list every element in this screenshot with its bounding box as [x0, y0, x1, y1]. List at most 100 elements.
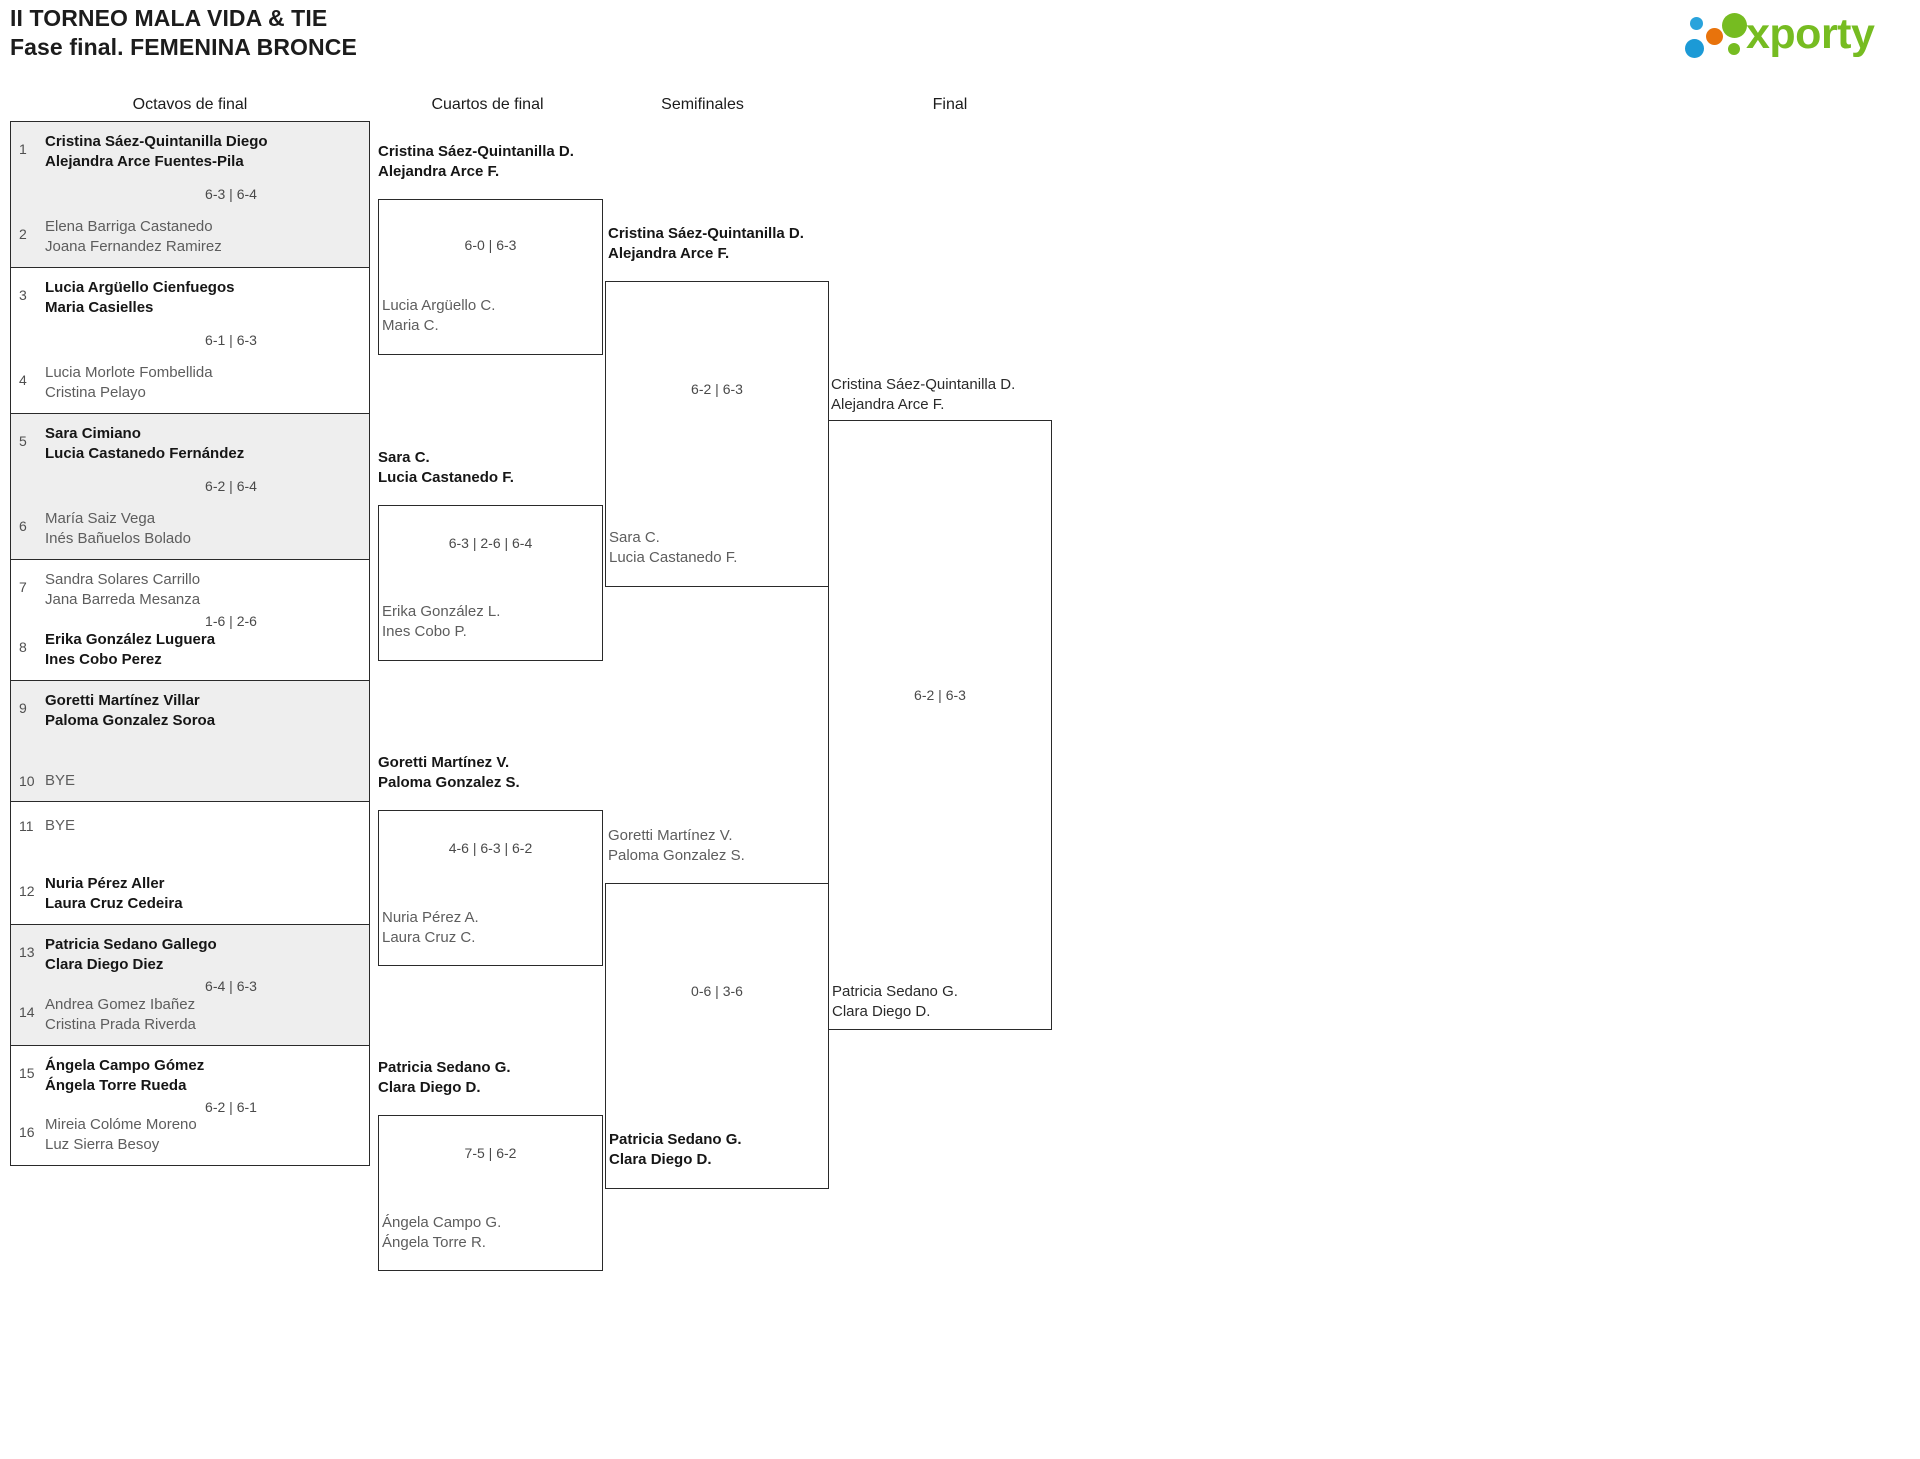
round2-match-2-box[interactable]: [378, 505, 603, 661]
round3-match-2-bottom[interactable]: Patricia Sedano G. Clara Diego D.: [609, 1131, 742, 1168]
player-names: Patricia Sedano Gallego Clara Diego Diez: [45, 936, 217, 973]
round2-match-1-bottom[interactable]: Lucia Argüello C. Maria C.: [382, 297, 496, 334]
round1-match-4-top[interactable]: 7 Sandra Solares Carrillo Jana Barreda M…: [19, 570, 361, 610]
player-names: Cristina Sáez-Quintanilla Diego Alejandr…: [45, 133, 268, 170]
round1-match-3[interactable]: 5 Sara Cimiano Lucia Castanedo Fernández…: [10, 413, 370, 559]
logo-wordmark: xporty: [1746, 10, 1875, 58]
round3-match-2-box[interactable]: [605, 883, 829, 1189]
round1-match-7-score: 6-4 | 6-3: [205, 978, 257, 994]
player-names: Andrea Gomez Ibañez Cristina Prada River…: [45, 996, 196, 1034]
round2-match-3-bottom[interactable]: Nuria Pérez A. Laura Cruz C.: [382, 909, 479, 946]
round2-match-4-bottom[interactable]: Ángela Campo G. Ángela Torre R.: [382, 1214, 502, 1251]
seed-number: 11: [19, 817, 34, 834]
round1-match-8-top[interactable]: 15 Ángela Campo Gómez Ángela Torre Rueda: [19, 1056, 361, 1096]
round1-match-4-score: 1-6 | 2-6: [205, 613, 257, 629]
logo-dot-green-large-icon: [1722, 13, 1747, 38]
round2-match-1-top[interactable]: Cristina Sáez-Quintanilla D. Alejandra A…: [378, 143, 574, 180]
seed-number: 9: [19, 700, 27, 716]
round1-match-1-bottom[interactable]: 2 Elena Barriga Castanedo Joana Fernande…: [19, 217, 361, 257]
player-names: Nuria Pérez Aller Laura Cruz Cedeira: [45, 875, 183, 913]
logo-dot-green-small-icon: [1728, 43, 1740, 55]
round1-match-1[interactable]: 1 Cristina Sáez-Quintanilla Diego Alejan…: [10, 121, 370, 267]
round2-match-3-top[interactable]: Goretti Martínez V. Paloma Gonzalez S.: [378, 754, 520, 791]
seed-number: 12: [19, 883, 35, 900]
seed-number: 10: [19, 773, 35, 790]
round4-match-1-box[interactable]: [828, 420, 1052, 1030]
player-names: Elena Barriga Castanedo Joana Fernandez …: [45, 218, 222, 256]
seed-number: 5: [19, 433, 27, 449]
player-names: Ángela Campo Gómez Ángela Torre Rueda: [45, 1057, 205, 1094]
round1-match-6-top[interactable]: 11 BYE: [19, 816, 361, 836]
player-names: Lucia Morlote Fombellida Cristina Pelayo: [45, 364, 213, 402]
seed-number: 3: [19, 287, 27, 303]
round1-match-2[interactable]: 3 Lucia Argüello Cienfuegos Maria Casiel…: [10, 267, 370, 413]
seed-number: 1: [19, 141, 27, 157]
round2-match-1-box[interactable]: [378, 199, 603, 355]
round2-match-4-box[interactable]: [378, 1115, 603, 1271]
seed-number: 15: [19, 1065, 35, 1081]
round1-match-7[interactable]: 13 Patricia Sedano Gallego Clara Diego D…: [10, 924, 370, 1045]
tournament-title: II TORNEO MALA VIDA & TIE Fase final. FE…: [10, 4, 357, 63]
round1-match-3-bottom[interactable]: 6 María Saiz Vega Inés Bañuelos Bolado: [19, 509, 361, 549]
round3-match-1-bottom[interactable]: Sara C. Lucia Castanedo F.: [609, 529, 738, 566]
round4-match-1-top[interactable]: Cristina Sáez-Quintanilla D. Alejandra A…: [831, 376, 1016, 413]
round2-match-2-score: 6-3 | 2-6 | 6-4: [448, 535, 533, 551]
round1-match-8-score: 6-2 | 6-1: [205, 1099, 257, 1115]
round-header-final: Final: [932, 96, 968, 113]
round3-match-2-score: 0-6 | 3-6: [691, 983, 743, 999]
seed-number: 7: [19, 579, 27, 595]
round1-match-8[interactable]: 15 Ángela Campo Gómez Ángela Torre Rueda…: [10, 1045, 370, 1166]
round1-column: 1 Cristina Sáez-Quintanilla Diego Alejan…: [10, 121, 370, 1166]
round1-match-1-top[interactable]: 1 Cristina Sáez-Quintanilla Diego Alejan…: [19, 132, 361, 172]
logo-dot-orange-icon: [1706, 28, 1723, 45]
round3-match-2-top[interactable]: Goretti Martínez V. Paloma Gonzalez S.: [608, 827, 745, 864]
logo-dots-icon: [1684, 8, 1747, 60]
round1-match-2-top[interactable]: 3 Lucia Argüello Cienfuegos Maria Casiel…: [19, 278, 361, 318]
xporty-logo: xporty: [1684, 8, 1904, 60]
player-names: Lucia Argüello Cienfuegos Maria Casielle…: [45, 279, 235, 316]
round1-match-5-top[interactable]: 9 Goretti Martínez Villar Paloma Gonzale…: [19, 691, 361, 731]
round1-match-7-bottom[interactable]: 14 Andrea Gomez Ibañez Cristina Prada Ri…: [19, 995, 361, 1035]
bye-label: BYE: [45, 772, 76, 790]
round-header-cuartos: Cuartos de final: [431, 96, 544, 113]
bye-label: BYE: [45, 817, 76, 834]
seed-number: 16: [19, 1124, 35, 1141]
round3-match-1-top[interactable]: Cristina Sáez-Quintanilla D. Alejandra A…: [608, 225, 804, 262]
seed-number: 2: [19, 226, 27, 243]
round4-match-1-bottom[interactable]: Patricia Sedano G. Clara Diego D.: [832, 983, 958, 1020]
player-names: María Saiz Vega Inés Bañuelos Bolado: [45, 510, 191, 548]
round2-match-3-score: 4-6 | 6-3 | 6-2: [448, 840, 533, 856]
round1-match-3-top[interactable]: 5 Sara Cimiano Lucia Castanedo Fernández: [19, 424, 361, 464]
round1-match-3-score: 6-2 | 6-4: [205, 478, 257, 494]
round-header-octavos: Octavos de final: [132, 96, 248, 113]
round2-match-2-bottom[interactable]: Erika González L. Ines Cobo P.: [382, 603, 501, 640]
round4-match-1-score: 6-2 | 6-3: [914, 687, 966, 703]
player-names: Sara Cimiano Lucia Castanedo Fernández: [45, 425, 245, 462]
player-names: Erika González Luguera Ines Cobo Perez: [45, 631, 216, 669]
round2-match-4-score: 7-5 | 6-2: [464, 1145, 517, 1161]
logo-dot-blue-large-icon: [1685, 39, 1704, 58]
round1-match-5[interactable]: 9 Goretti Martínez Villar Paloma Gonzale…: [10, 680, 370, 801]
round-header-semifinales: Semifinales: [661, 96, 744, 113]
round1-match-6-bottom[interactable]: 12 Nuria Pérez Aller Laura Cruz Cedeira: [19, 874, 361, 914]
logo-dot-blue-small-icon: [1690, 17, 1703, 30]
round1-match-7-top[interactable]: 13 Patricia Sedano Gallego Clara Diego D…: [19, 935, 361, 975]
round1-match-8-bottom[interactable]: 16 Mireia Colóme Moreno Luz Sierra Besoy: [19, 1115, 361, 1155]
title-line-2: Fase final. FEMENINA BRONCE: [10, 34, 357, 61]
round3-match-1-score: 6-2 | 6-3: [691, 381, 743, 397]
round1-match-2-score: 6-1 | 6-3: [205, 332, 257, 348]
round2-match-2-top[interactable]: Sara C. Lucia Castanedo F.: [378, 449, 514, 486]
round1-match-2-bottom[interactable]: 4 Lucia Morlote Fombellida Cristina Pela…: [19, 363, 361, 403]
round1-match-4[interactable]: 7 Sandra Solares Carrillo Jana Barreda M…: [10, 559, 370, 680]
round2-match-4-top[interactable]: Patricia Sedano G. Clara Diego D.: [378, 1059, 511, 1096]
player-names: Sandra Solares Carrillo Jana Barreda Mes…: [45, 571, 201, 608]
title-line-1: II TORNEO MALA VIDA & TIE: [10, 5, 328, 31]
round1-match-4-bottom[interactable]: 8 Erika González Luguera Ines Cobo Perez: [19, 630, 361, 670]
player-names: Mireia Colóme Moreno Luz Sierra Besoy: [45, 1116, 197, 1154]
round1-match-6[interactable]: 11 BYE 12 Nuria Pérez Aller Laura Cruz C…: [10, 801, 370, 924]
round2-match-3-box[interactable]: [378, 810, 603, 966]
round2-match-1-score: 6-0 | 6-3: [464, 237, 517, 253]
seed-number: 13: [19, 944, 35, 960]
round1-match-5-bottom[interactable]: 10 BYE: [19, 771, 361, 791]
